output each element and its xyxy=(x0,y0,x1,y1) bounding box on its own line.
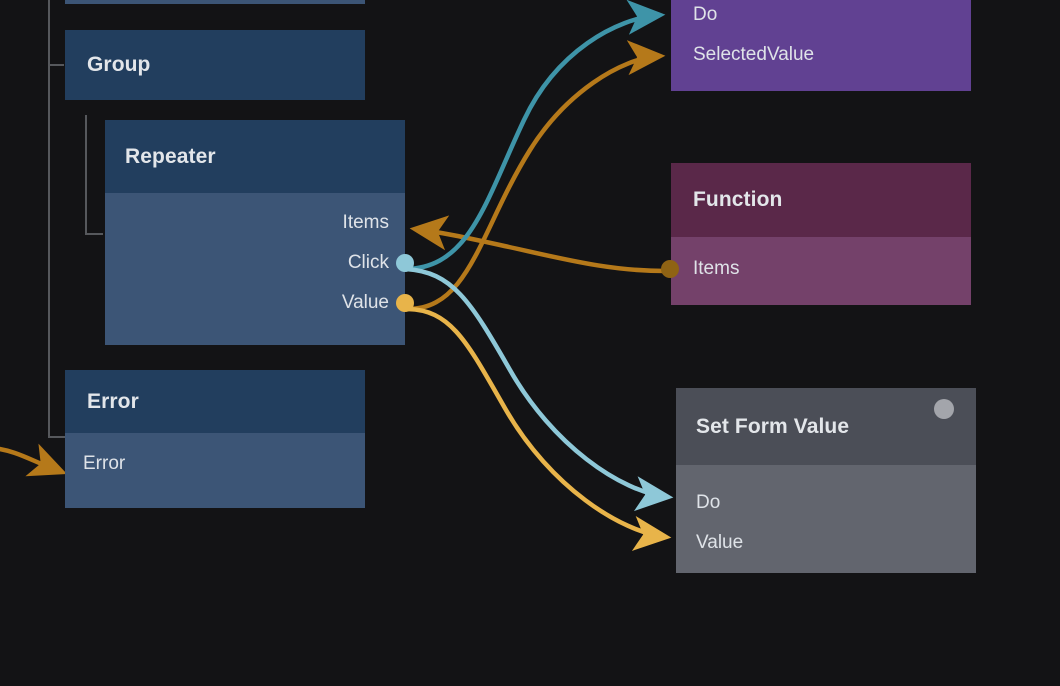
node-repeater-header[interactable]: Repeater xyxy=(105,120,405,193)
node-function-header[interactable]: Function xyxy=(671,163,971,237)
tree-trunk-nested xyxy=(85,115,87,235)
edge-repeater-value-to-dropdown-selectedvalue xyxy=(407,40,666,312)
port-set-form-value-do-label: Do xyxy=(696,492,721,513)
port-error-error-label: Error xyxy=(83,453,126,474)
port-repeater-items-label: Items xyxy=(342,212,389,233)
tree-branch-repeater xyxy=(85,233,103,235)
edge-repeater-click-to-dropdown-do xyxy=(405,0,666,272)
node-set-form-value-header[interactable]: Set Form Value xyxy=(676,388,976,465)
edge-repeater-click-to-setformvalue-do xyxy=(405,266,674,512)
tree-branch-error xyxy=(48,436,66,438)
node-dropdown-body: Do SelectedValue xyxy=(671,0,971,91)
node-set-form-value-title: Set Form Value xyxy=(696,414,850,438)
node-repeater[interactable]: Repeater Items Click Value xyxy=(105,120,414,345)
tree-trunk-main xyxy=(48,0,50,438)
port-repeater-click-dot[interactable] xyxy=(396,254,414,272)
port-repeater-items[interactable]: Items xyxy=(343,211,405,235)
node-function-title: Function xyxy=(693,188,783,211)
port-error-error[interactable]: Error xyxy=(65,452,125,476)
node-dropdown[interactable]: Do SelectedValue xyxy=(671,0,971,91)
node-error-body: Error xyxy=(65,433,365,508)
port-function-items[interactable]: Items xyxy=(661,257,740,281)
node-group-header[interactable]: Group xyxy=(65,30,365,100)
edge-offscreen-to-error-error xyxy=(0,443,68,477)
tree-branch-group xyxy=(48,64,64,66)
edge-repeater-value-to-setformvalue-value xyxy=(407,306,672,551)
port-repeater-click[interactable]: Click xyxy=(347,251,414,275)
edge-function-items-to-repeater-items xyxy=(409,215,673,274)
port-dropdown-do-label: Do xyxy=(693,4,718,25)
port-dropdown-selectedvalue-label: SelectedValue xyxy=(693,44,815,65)
node-error-title: Error xyxy=(87,389,139,413)
node-error[interactable]: Error Error xyxy=(65,370,365,508)
port-function-items-label: Items xyxy=(693,258,740,279)
node-group[interactable]: Group xyxy=(65,30,365,100)
status-indicator-icon[interactable] xyxy=(934,399,954,419)
port-set-form-value-value[interactable]: Value xyxy=(676,531,743,555)
node-function-body: Items xyxy=(661,237,971,305)
node-function[interactable]: Function Items xyxy=(661,163,971,305)
port-set-form-value-value-label: Value xyxy=(696,532,744,553)
node-error-header[interactable]: Error xyxy=(65,370,365,433)
port-dropdown-selectedvalue[interactable]: SelectedValue xyxy=(671,43,814,67)
node-partial-top[interactable] xyxy=(65,0,365,4)
node-repeater-title: Repeater xyxy=(125,144,216,168)
port-set-form-value-do[interactable]: Do xyxy=(676,491,720,515)
port-function-items-dot[interactable] xyxy=(661,260,679,278)
port-repeater-value[interactable]: Value xyxy=(341,291,414,315)
port-repeater-value-label: Value xyxy=(341,292,389,313)
port-repeater-value-dot[interactable] xyxy=(396,294,414,312)
node-repeater-body: Items Click Value xyxy=(105,193,414,345)
port-repeater-click-label: Click xyxy=(347,252,389,273)
node-set-form-value[interactable]: Set Form Value Do Value xyxy=(676,388,976,573)
node-set-form-value-body: Do Value xyxy=(676,465,976,573)
node-partial-top-body xyxy=(65,0,365,4)
port-dropdown-do[interactable]: Do xyxy=(671,3,717,27)
node-group-title: Group xyxy=(87,53,151,76)
